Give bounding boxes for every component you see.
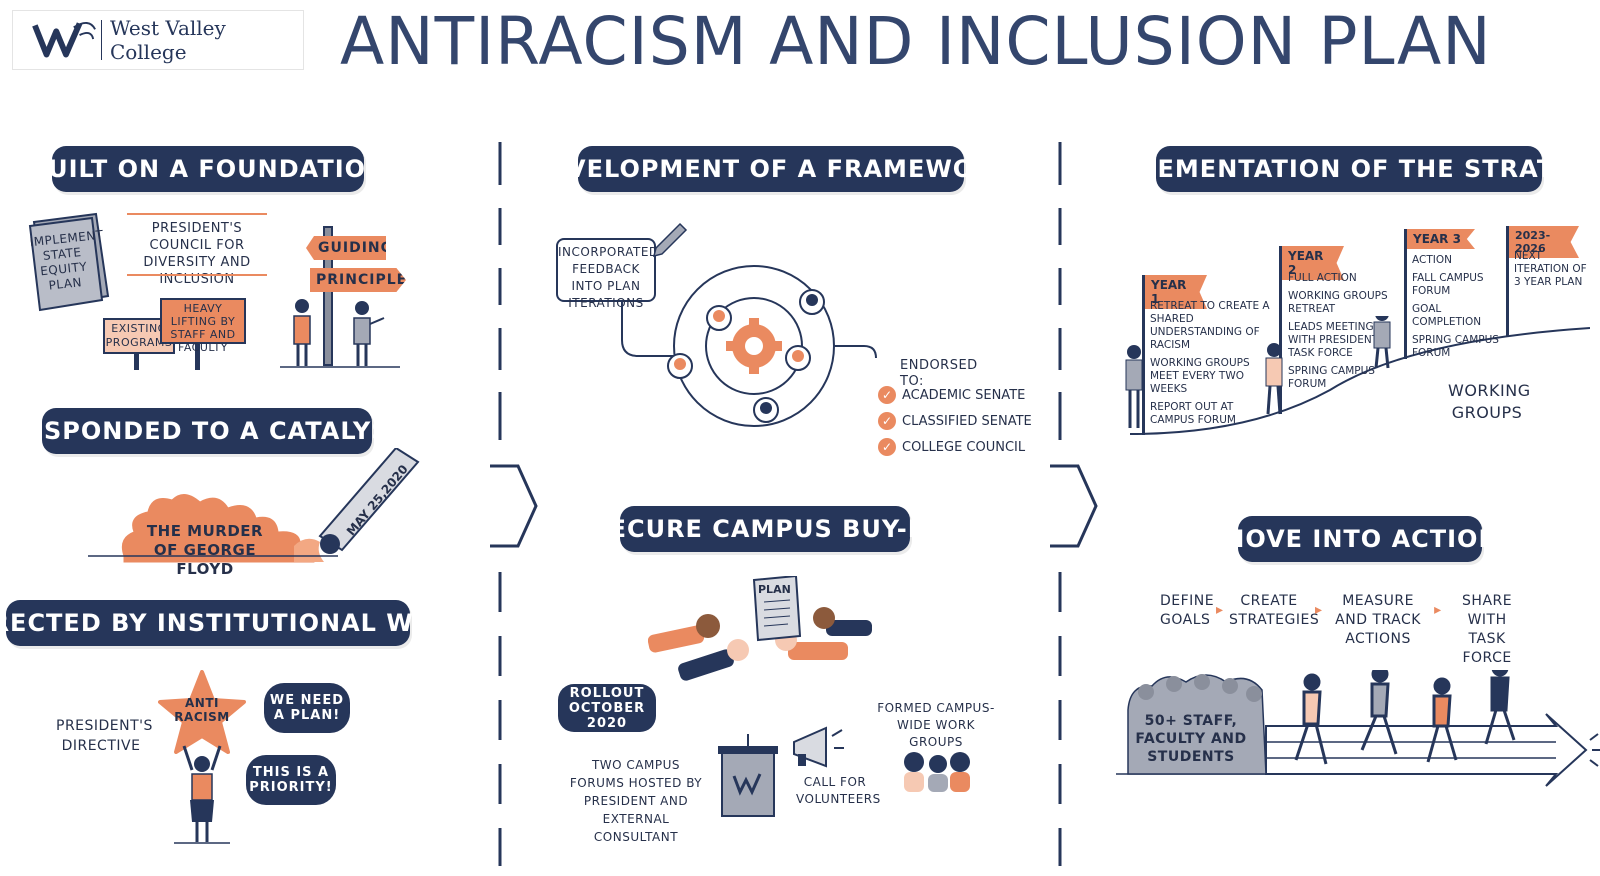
endorsement-item: ✓ ACADEMIC SENATE [878,382,1032,408]
sign-post-left [134,340,139,370]
campus-forums: TWO CAMPUS FORUMS HOSTED BY PRESIDENT AN… [569,758,703,844]
council-rule-top [127,213,267,215]
w-logo-icon [32,22,96,58]
plan-document-icon [752,576,802,642]
megaphone-icon [793,726,844,768]
podium-icon [718,734,778,817]
section-title-buyin: SECURE CAMPUS BUY-IN [591,506,938,552]
crowd-label: 50+ STAFF, FACULTY AND STUDENTS [1135,713,1247,765]
council-rule-bottom [127,274,267,276]
sign-principles: PRINCIPLES [310,268,406,292]
college-logo[interactable]: West Valley College [12,10,304,70]
hill-line [1130,327,1590,435]
step-define-goals: DEFINE GOALS [1160,593,1215,628]
star-icon [158,670,246,754]
book-label: Implement STATE EQUITY PLAN [29,227,105,293]
book-icon [28,212,110,312]
fire-text: THE MURDER OF GEORGE FLOYD [146,522,264,578]
work-group-people-icon [904,752,970,792]
flag-pole-future [1506,226,1509,336]
flag-year1: YEAR 1 [1145,275,1207,309]
year3-list: ACTION FALL CAMPUS FORUM GOAL COMPLETION… [1412,254,1499,359]
section-title-framework: DEVELOPMENT OF A FRAMEWORK [529,146,1012,192]
feedback-box: INCORPORATED FEEDBACK INTO PLAN ITERATIO… [556,238,658,310]
plan-label: PLAN [758,583,791,596]
step-arrow-icon: ▸ [1434,602,1442,618]
flag-pole-year3 [1404,229,1407,359]
working-groups-label: WORKING GROUPS [1448,381,1531,422]
council-text: PRESIDENT'S COUNCIL FOR DIVERSITY AND IN… [143,221,251,287]
iteration-cycle-icon [621,265,877,427]
endorsed-label: ENDORSED TO: [900,358,978,389]
sign-post-mid [195,340,200,370]
flag-year2: YEAR 2 [1282,246,1344,280]
section-title-foundation: BUILT ON A FOUNDATION [29,146,386,192]
logo-text: West Valley College [109,16,226,64]
year2-list: FULL ACTION WORKING GROUPS RETREAT LEADS… [1288,272,1388,390]
flag-year3: YEAR 3 [1407,229,1475,249]
check-icon: ✓ [878,412,896,430]
section-title-action: MOVE INTO ACTION [1220,516,1499,562]
sign-guiding: GUIDING [306,236,386,260]
guide-post [323,226,333,366]
action-steps: DEFINE GOALS ▸ CREATE STRATEGIES ▸ MEASU… [1160,592,1540,668]
bubble-this-is-a-priority: THIS IS A PRIORITY! [246,755,336,805]
fire-icon [88,494,338,563]
endorsement-item: ✓ COLLEGE COUNCIL [878,434,1032,460]
step-share-task-force: SHARE WITH TASK FORCE [1462,593,1513,666]
hill-people-icon [1125,316,1391,428]
year1-list: RETREAT TO CREATE A SHARED UNDERSTANDING… [1150,300,1270,426]
section-title-strategy: IMPLEMENTATION OF THE STRATEGY [1088,146,1600,192]
page-title: ANTIRACISM AND INCLUSION PLAN [340,3,1492,80]
match-icon [318,448,420,554]
pencil-icon [652,222,688,258]
people-at-signpost-icon [280,299,400,368]
section-title-catalyst: RESPONDED TO A CATALYST [7,408,406,454]
endorsement-list: ✓ ACADEMIC SENATE ✓ CLASSIFIED SENATE ✓ … [878,382,1032,460]
thumbs-up-icon [648,607,872,681]
formed-work-groups: FORMED CAMPUS-WIDE WORK GROUPS [877,701,995,749]
endorsement-item: ✓ CLASSIFIED SENATE [878,408,1032,434]
step-arrow-icon: ▸ [1315,602,1323,618]
flag-2023-2026: 2023-2026 [1509,226,1579,258]
flag-pole-year2 [1279,246,1282,414]
step-arrow-icon: ▸ [1216,602,1224,618]
section-title-will: DIRECTED BY INSTITUTIONAL WILL [0,600,455,646]
check-icon: ✓ [878,386,896,404]
call-for-volunteers: CALL FOR VOLUNTEERS [796,775,881,806]
rollout-bubble: ROLLOUT OCTOBER 2020 [558,684,656,732]
sign-heavy-lifting: HEAVY LIFTING BY STAFF AND FACULTY [160,298,246,354]
presidents-directive: PRESIDENT'S DIRECTIVE [56,718,153,754]
crowd-arrow-icon [1116,670,1600,787]
star-text: ANTI RACISM [174,696,230,724]
person-holding-star-icon [174,745,230,844]
check-icon: ✓ [878,438,896,456]
step-create-strategies: CREATE STRATEGIES [1229,593,1320,628]
bubble-we-need-a-plan: WE NEED A PLAN! [264,683,350,733]
flag-pole-year1 [1142,275,1145,435]
future-list: NEXT ITERATION OF 3 YEAR PLAN [1514,250,1587,288]
step-measure-track: MEASURE AND TRACK ACTIONS [1335,593,1421,647]
